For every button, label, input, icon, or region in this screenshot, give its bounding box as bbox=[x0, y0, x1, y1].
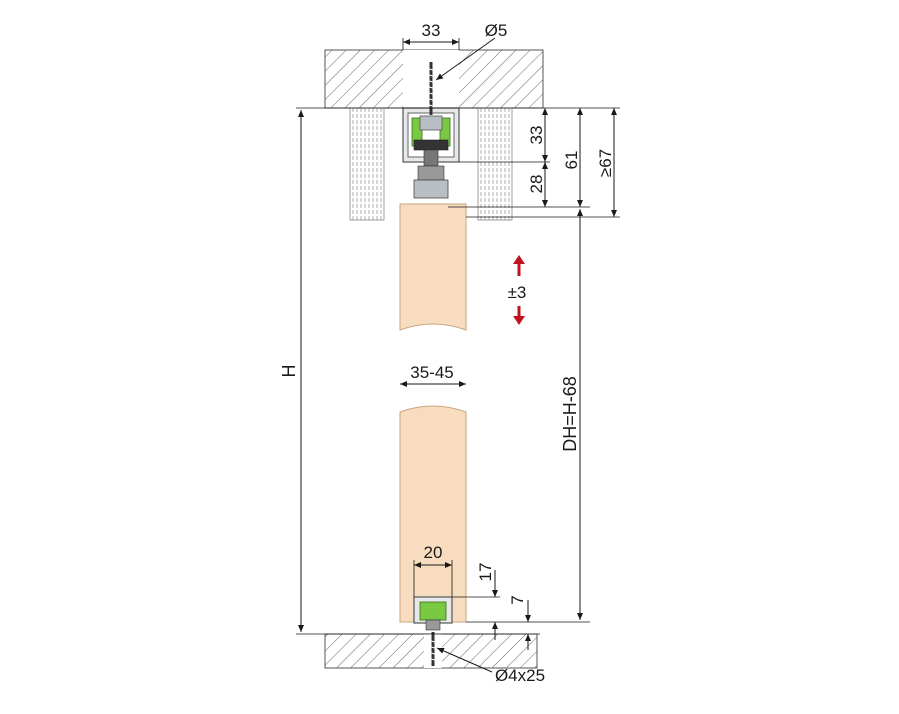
adjust-arrows bbox=[513, 255, 525, 325]
label-h28: 28 bbox=[527, 175, 546, 194]
label-screw-bottom: Ø4x25 bbox=[495, 666, 545, 685]
label-guide-17: 17 bbox=[476, 563, 495, 582]
label-door-height: DH=H-68 bbox=[560, 376, 580, 452]
label-top-width: 33 bbox=[422, 21, 441, 40]
floor bbox=[324, 632, 538, 669]
dimension-lines bbox=[296, 37, 620, 673]
ceiling bbox=[324, 49, 544, 109]
label-total-height: H bbox=[279, 365, 299, 378]
label-guide-7: 7 bbox=[508, 595, 527, 604]
label-h33: 33 bbox=[527, 126, 546, 145]
top-screw bbox=[425, 62, 437, 115]
label-h67: ≥67 bbox=[596, 149, 615, 177]
label-door-thickness: 35-45 bbox=[410, 363, 453, 382]
bottom-guide bbox=[413, 596, 453, 631]
label-adjust: ±3 bbox=[508, 283, 527, 302]
label-guide-width: 20 bbox=[424, 543, 443, 562]
label-screw-top: Ø5 bbox=[485, 21, 508, 40]
door bbox=[399, 203, 467, 623]
top-rail bbox=[402, 107, 460, 199]
label-h61: 61 bbox=[562, 151, 581, 170]
